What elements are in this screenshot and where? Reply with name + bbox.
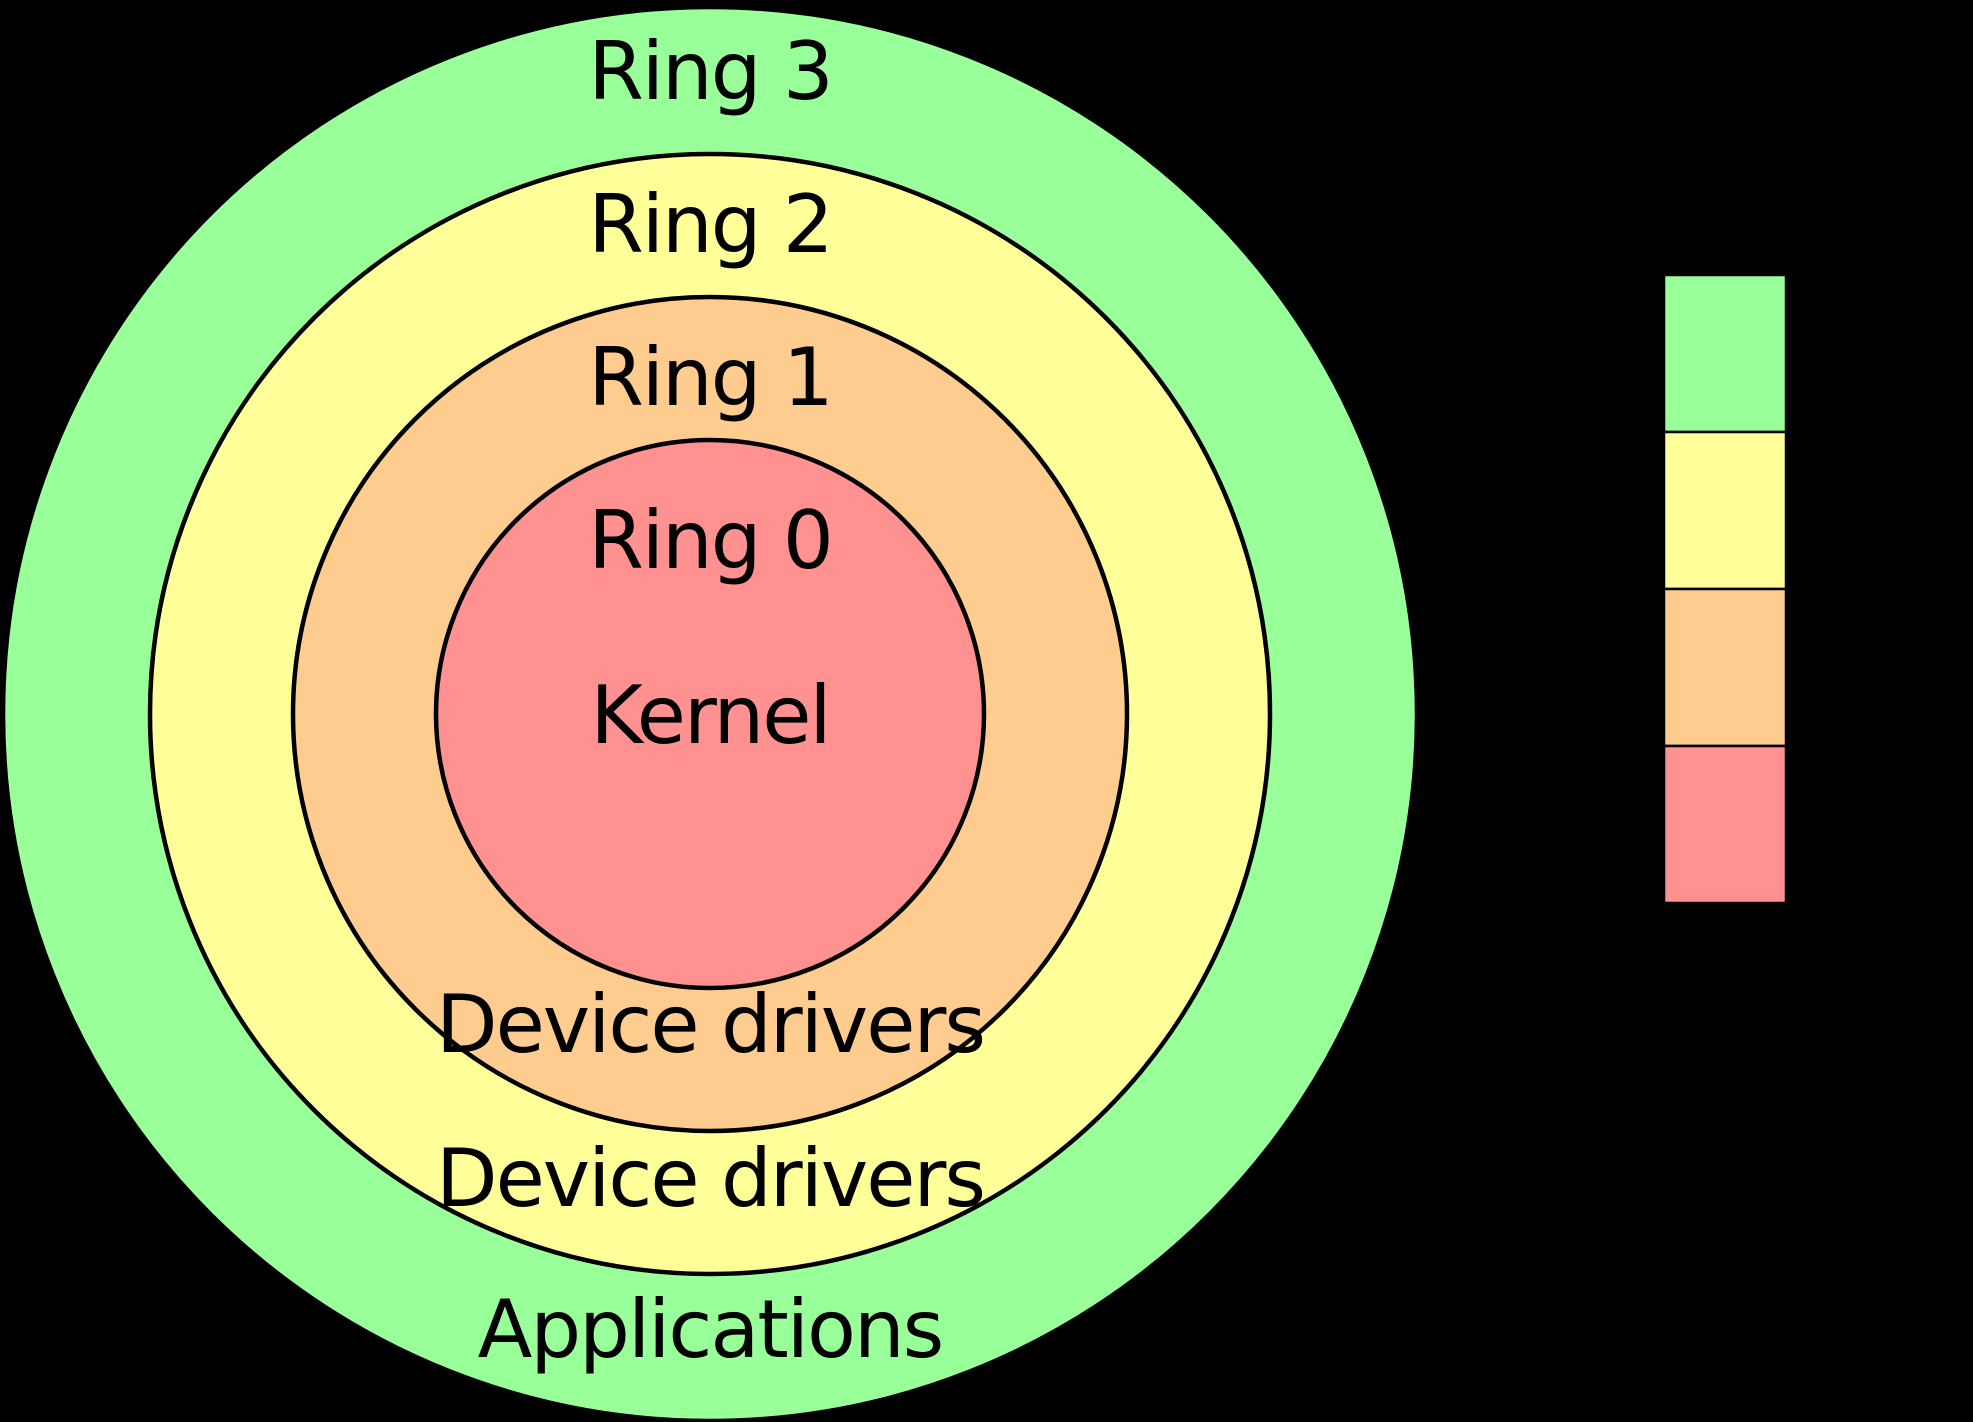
ring2-label: Ring 2 — [588, 178, 832, 271]
ring-number-labels: Ring 3 Ring 2 Ring 1 Ring 0 — [588, 25, 834, 587]
ring3-label: Ring 3 — [588, 25, 832, 118]
device-drivers-ring1-label: Device drivers — [436, 978, 984, 1071]
ring0-label: Ring 0 — [588, 494, 832, 587]
legend-swatch-ring3 — [1662, 273, 1788, 434]
rings-group — [0, 4, 1420, 1422]
kernel-label: Kernel — [590, 669, 829, 762]
legend — [1662, 273, 1788, 905]
legend-swatch-ring1 — [1662, 587, 1788, 748]
legend-swatch-ring0 — [1662, 744, 1788, 905]
ring-content-labels: Kernel Device drivers Device drivers App… — [436, 669, 986, 1376]
device-drivers-ring2-label: Device drivers — [436, 1132, 984, 1225]
ring0-circle — [433, 437, 987, 991]
ring1-label: Ring 1 — [588, 331, 832, 424]
applications-label: Applications — [478, 1283, 943, 1376]
legend-swatch-ring2 — [1662, 430, 1788, 591]
